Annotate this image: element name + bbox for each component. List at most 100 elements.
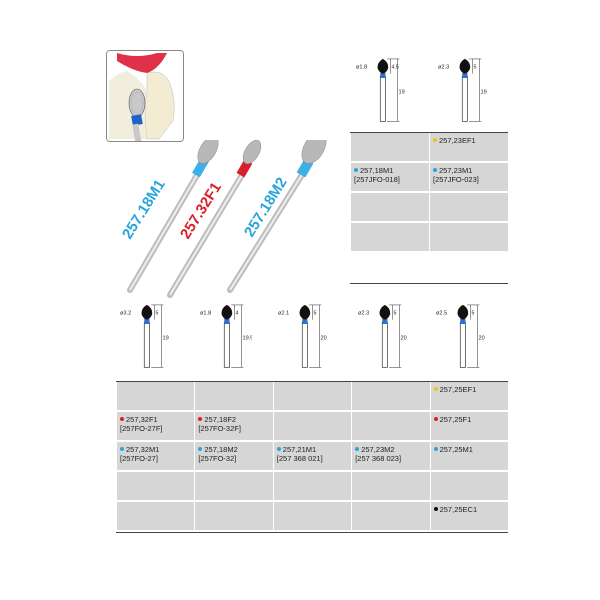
- shank: [301, 321, 308, 368]
- bur-head: [377, 58, 389, 74]
- head-length-label: 5: [394, 310, 397, 316]
- diameter-label: ø3.2: [120, 310, 131, 316]
- reference-code: [257 368 023]: [355, 454, 402, 463]
- total-length-label: 20: [320, 336, 326, 342]
- diameter-label: ø2.3: [438, 64, 449, 70]
- color-dot-icon: [198, 447, 203, 451]
- empty-cell: [351, 382, 430, 410]
- empty-cell: [194, 382, 273, 410]
- diameter-label: ø2.5: [436, 310, 447, 316]
- total-length-label: 20: [478, 336, 484, 342]
- product-code: 257,18F2: [198, 415, 269, 424]
- band: [460, 318, 466, 324]
- top-table: 257,23EF1 257,18M1[257JFO-018]257,23M1[25…: [350, 132, 508, 284]
- band: [224, 318, 230, 324]
- bur-head: [299, 304, 311, 320]
- reference-code: [257JFO-018]: [354, 175, 400, 184]
- empty-cell: [116, 472, 195, 500]
- product-cell: 257,23M2[257 368 023]: [351, 442, 430, 470]
- bottom-spec-2: ø1.8 4 19.5: [200, 298, 253, 381]
- bur-head: [379, 304, 391, 320]
- product-cell: 257,21M1[257 368 021]: [272, 442, 352, 470]
- product-code: 257,32F1: [120, 415, 191, 424]
- color-dot-icon: [433, 168, 437, 172]
- reference-code: [257JFO-023]: [433, 175, 479, 184]
- bur-head: [141, 304, 153, 320]
- total-length-label: 19.5: [242, 336, 252, 342]
- reference-code: [257FO-27]: [120, 454, 158, 463]
- reference-code: [257FO-32F]: [198, 424, 241, 433]
- product-code: 257,32M1: [120, 445, 191, 454]
- empty-cell: [272, 472, 352, 500]
- product-cell: 257,25EF1: [429, 382, 508, 410]
- color-dot-icon: [276, 447, 281, 451]
- product-code: 257,25F1: [433, 415, 505, 424]
- shank: [459, 321, 466, 368]
- head-length-label: 4: [236, 310, 239, 316]
- color-dot-icon: [198, 417, 203, 421]
- empty-cell: [272, 412, 352, 440]
- empty-cell: [116, 382, 195, 410]
- head-length-label: 5: [474, 64, 477, 70]
- bur-head: [459, 58, 471, 74]
- reference-code: [257FO-32]: [198, 454, 237, 463]
- empty-cell: [429, 193, 508, 221]
- product-code: 257,25EC1: [433, 505, 505, 514]
- reference-code: [257FO-27F]: [120, 424, 163, 433]
- empty-cell: [272, 502, 352, 530]
- empty-cell: [351, 472, 430, 500]
- diameter-label: ø1.8: [356, 64, 367, 70]
- bur-head: [457, 304, 469, 320]
- bottom-spec-4: ø2.3 5 20: [358, 298, 410, 381]
- empty-cell: [350, 133, 429, 161]
- head-length-label: 4.5: [392, 64, 399, 70]
- head-length-label: 5: [156, 310, 159, 316]
- band: [380, 72, 386, 78]
- product-code: 257,23M2: [355, 445, 426, 454]
- empty-cell: [194, 472, 273, 500]
- bur-instruments-illustration: 257.18M1 257.32F1 257.18M2: [100, 132, 350, 300]
- product-cell: 257,25M1: [429, 442, 508, 470]
- color-dot-icon: [120, 447, 124, 451]
- total-length-label: 19: [398, 90, 404, 96]
- reference-code: [257 368 021]: [276, 454, 323, 463]
- color-dot-icon: [433, 387, 438, 391]
- total-length-label: 19: [162, 336, 168, 342]
- band: [382, 318, 388, 324]
- empty-cell: [429, 223, 508, 251]
- band: [462, 72, 468, 78]
- diameter-label: ø2.3: [358, 310, 369, 316]
- color-dot-icon: [433, 447, 438, 451]
- color-dot-icon: [433, 417, 438, 421]
- empty-cell: [116, 502, 195, 530]
- head-length-label: 5: [314, 310, 317, 316]
- product-code: 257,23EF1: [433, 136, 505, 145]
- product-cell: 257,32F1[257FO-27F]: [116, 412, 195, 440]
- product-cell: 257,25F1: [429, 412, 508, 440]
- color-dot-icon: [355, 447, 360, 451]
- product-cell: 257,32M1[257FO-27]: [116, 442, 195, 470]
- empty-cell: [351, 502, 430, 530]
- product-cell: 257,25EC1: [429, 502, 508, 530]
- diameter-label: ø1.8: [200, 310, 211, 316]
- total-length-label: 19: [480, 90, 486, 96]
- product-cell: 257,23EF1: [429, 133, 508, 161]
- bur-head: [221, 304, 233, 320]
- total-length-label: 20: [400, 336, 406, 342]
- color-dot-icon: [433, 507, 438, 511]
- bur-257-32f1: [167, 139, 262, 298]
- product-code: 257,25EF1: [433, 385, 505, 394]
- product-code: 257,21M1: [276, 445, 348, 454]
- bottom-spec-1: ø3.2 5 19: [120, 298, 172, 381]
- top-spec-2: ø2.3 5 19: [438, 52, 490, 135]
- empty-cell: [429, 472, 508, 500]
- product-cell: 257,18M2[257FO-32]: [194, 442, 273, 470]
- product-cell: 257,23M1[257JFO-023]: [429, 163, 508, 191]
- shank: [381, 321, 388, 368]
- product-cell: 257,18M1[257JFO-018]: [350, 163, 429, 191]
- shank: [461, 75, 468, 122]
- color-dot-icon: [120, 417, 124, 421]
